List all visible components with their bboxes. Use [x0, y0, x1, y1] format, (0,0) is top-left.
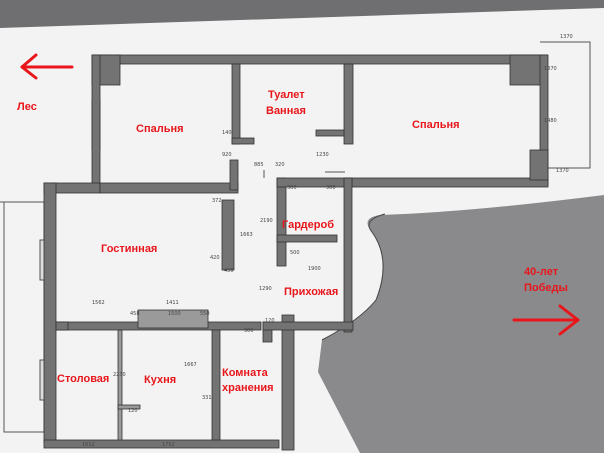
walls — [43, 54, 549, 451]
dim-living-3: 450 — [224, 268, 234, 274]
arrow-forest — [20, 53, 74, 80]
dim-kitchen-side: 2230 — [113, 372, 126, 378]
arrow-street — [512, 304, 580, 336]
label-living-room: Гостинная — [101, 243, 158, 255]
dim-storage-2: 331 — [202, 395, 212, 401]
dim-living-1: 372 — [212, 198, 222, 204]
dim-right-side-1: 1370 — [544, 66, 557, 72]
dim-kitchen-small: 120 — [128, 408, 138, 414]
dim-bath-4: 300 — [287, 185, 297, 191]
dim-bottom-1: 1612 — [82, 442, 95, 448]
dim-kitchen-height: 1667 — [184, 362, 197, 368]
dim-hall-2: 1290 — [259, 286, 272, 292]
dim-right-side-2: 1480 — [544, 118, 557, 124]
background-curve — [318, 195, 604, 453]
dim-bottom-2: 1752 — [162, 442, 175, 448]
label-forest: Лес — [17, 101, 37, 113]
label-bedroom-right: Спальня — [412, 119, 460, 131]
label-toilet: Туалет — [268, 89, 305, 101]
balcony-right — [547, 41, 591, 169]
dim-living-2: 1663 — [240, 232, 253, 238]
dim-wardrobe-2: 2190 — [260, 218, 273, 224]
label-bathroom: Ванная — [266, 105, 306, 117]
label-storage-line1: Комната — [222, 367, 268, 379]
label-storage-line2: хранения — [222, 382, 274, 394]
background-curve-edge — [321, 213, 386, 341]
label-wardrobe: Гардероб — [282, 219, 334, 231]
dim-bath-1: 140 — [222, 130, 232, 136]
dim-bath-2: 920 — [222, 152, 232, 158]
dim-top-right: 1370 — [560, 34, 573, 40]
label-hallway: Прихожая — [284, 286, 339, 298]
dim-kitchen-top-2: 1411 — [166, 300, 179, 306]
label-bedroom-left: Спальня — [136, 123, 184, 135]
dim-wardrobe-3: 500 — [290, 250, 300, 256]
dim-corridor-2: 1230 — [316, 152, 329, 158]
dim-kitchen-top-3: 458 — [130, 311, 140, 317]
dim-corridor-1: 320 — [275, 162, 285, 168]
dim-kitchen-top-1: 1562 — [92, 300, 105, 306]
dim-hall-1: 1900 — [308, 266, 321, 272]
dim-kitchen-top-4: 1500 — [168, 311, 181, 317]
label-street-line1: 40-лет — [524, 266, 559, 278]
dim-bath-3: 885 — [254, 162, 264, 168]
dim-hall-3: 120 — [265, 318, 275, 324]
dim-right-step: 1370 — [556, 168, 569, 174]
dim-wardrobe-1: 900 — [326, 185, 336, 191]
dim-living-4: 420 — [210, 255, 220, 261]
dim-storage-1: 900 — [244, 328, 254, 334]
label-street-line2: Победы — [524, 282, 568, 294]
dim-kitchen-top-5: 550 — [200, 311, 210, 317]
label-dining: Столовая — [57, 373, 110, 385]
label-kitchen: Кухня — [144, 374, 177, 386]
